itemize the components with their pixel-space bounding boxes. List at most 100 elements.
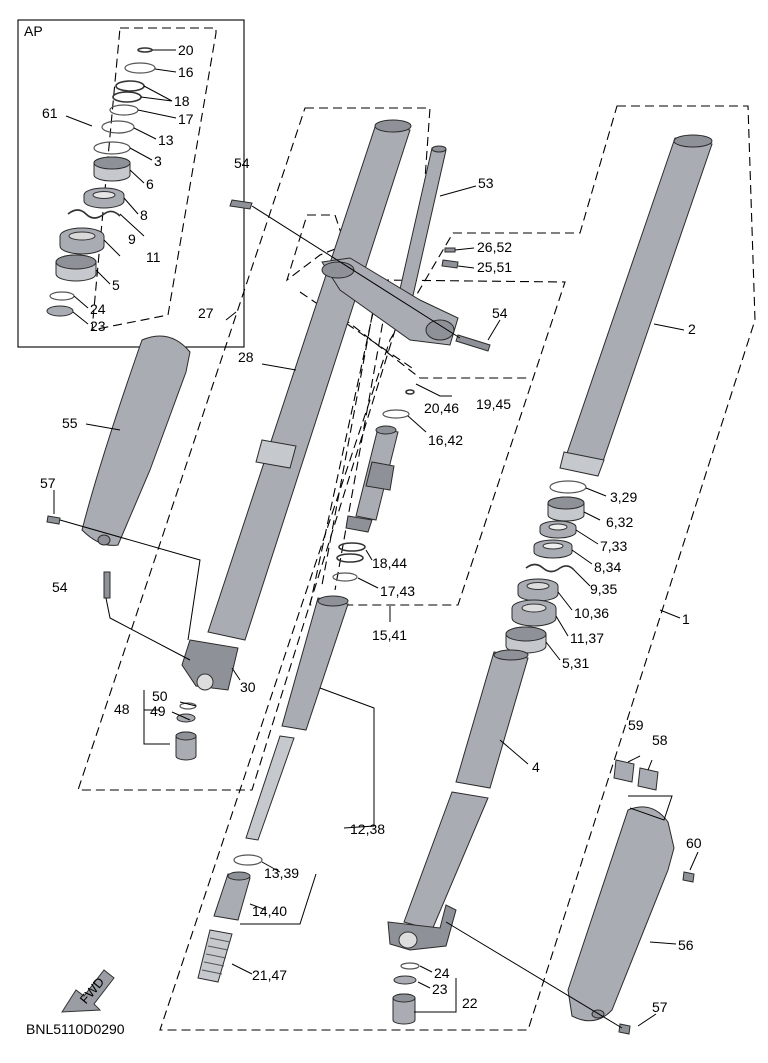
damper-link-dashed-2: [321, 299, 376, 586]
callout-3: 3: [154, 153, 162, 169]
part-24-ring: [49, 291, 75, 301]
callout-19-45: 19,45: [476, 396, 511, 412]
assembly-27-boundary: [77, 107, 431, 791]
callout-24b: 24: [434, 965, 450, 981]
inner-parts: [197, 595, 349, 983]
callout-49: 49: [150, 703, 166, 719]
callout-48: 48: [114, 701, 130, 717]
callout-22: 22: [462, 995, 478, 1011]
callout-7-33: 7,33: [600, 538, 627, 554]
callout-24a: 24: [90, 301, 106, 317]
right-fork: [387, 134, 713, 1035]
part-56-fork-guard: [567, 806, 675, 1022]
part-18-ring-a: [115, 80, 145, 92]
part-23-washer-b: [393, 975, 417, 985]
part-20-oring: [137, 47, 153, 53]
bracket-leader-dashed-2: [299, 291, 416, 371]
part-4-inner-tube: [455, 651, 529, 789]
part-3-29-ring: [549, 480, 587, 494]
part-57-screw-a: [46, 515, 61, 525]
part-9-clip: [67, 209, 121, 219]
bracket-leader-dashed: [319, 299, 530, 379]
callout-6-32: 6,32: [606, 514, 633, 530]
leader-lines: [53, 49, 699, 1029]
callout-61: 61: [42, 105, 58, 121]
callout-21-47: 21,47: [252, 967, 287, 983]
part-17-ring: [109, 104, 139, 116]
damper-link-dashed: [334, 309, 386, 591]
part-18-ring-b: [112, 91, 142, 103]
callout-27: 27: [198, 305, 214, 321]
callout-15-41: 15,41: [372, 627, 407, 643]
callout-12-38: 12,38: [350, 821, 385, 837]
callout-5: 5: [112, 277, 120, 293]
callout-labels: AP 20 16 18 17 13 3 6 8 9 11 5 24 23 61 …: [24, 23, 702, 1037]
left-fork: [46, 119, 491, 761]
damper-rod: [245, 735, 295, 841]
callout-16-42: 16,42: [428, 432, 463, 448]
callout-18: 18: [174, 93, 190, 109]
callout-58: 58: [652, 732, 668, 748]
callout-9-35: 9,35: [590, 581, 617, 597]
callout-50: 50: [152, 688, 168, 704]
callout-16: 16: [178, 64, 194, 80]
part-14-40-bush: [213, 873, 251, 921]
part-17-43-ring: [332, 572, 358, 582]
callout-53: 53: [478, 175, 494, 191]
part-25-screw: [441, 259, 459, 269]
callout-26-52: 26,52: [477, 239, 512, 255]
callout-25-51: 25,51: [477, 259, 512, 275]
callout-57b: 57: [652, 999, 668, 1015]
callout-11-37: 11,37: [570, 630, 604, 646]
part-24-ring-b: [400, 962, 420, 970]
bracket-boundary: [285, 214, 346, 282]
part-12-38-inner-tube: [281, 597, 349, 731]
callout-9: 9: [128, 231, 136, 247]
part-20-46-oring: [405, 389, 415, 395]
fwd-arrow: FWD: [61, 969, 115, 1013]
part-16-oring: [124, 62, 156, 74]
fwd-arrow-icon: [61, 969, 115, 1013]
part-53-steering-stem: [397, 147, 447, 301]
callout-17: 17: [178, 111, 194, 127]
callout-23a: 23: [90, 318, 106, 334]
part-16-42-oring: [382, 409, 410, 419]
kit-parts: [46, 47, 156, 317]
part-3-ring: [93, 141, 131, 155]
part-30-axle-bracket: [181, 639, 239, 691]
part-2-outer-tube: [563, 137, 713, 471]
callout-30: 30: [240, 679, 256, 695]
callout-13: 13: [158, 132, 174, 148]
callout-1: 1: [682, 611, 690, 627]
callout-55: 55: [62, 415, 78, 431]
part-55-fork-guard: [81, 335, 191, 546]
part-9-35-clip: [525, 563, 575, 573]
callout-17-43: 17,43: [380, 583, 415, 599]
callout-56: 56: [678, 937, 694, 953]
assembly-boundaries: [17, 19, 756, 1031]
part-18-44-ring-a: [338, 542, 366, 552]
part-18-44-ring-b: [336, 553, 364, 563]
callout-54c: 54: [52, 579, 68, 595]
part-26-screw: [444, 247, 456, 253]
callout-20: 20: [178, 42, 194, 58]
part-57-screw-b: [618, 1023, 631, 1035]
part-13-39-ring: [233, 854, 263, 866]
callout-14-40: 14,40: [252, 903, 287, 919]
kit-dashed-region: [91, 27, 217, 331]
part-59-clamp: [613, 759, 635, 783]
callout-5-31: 5,31: [562, 655, 589, 671]
callout-10-36: 10,36: [574, 605, 609, 621]
callout-60: 60: [686, 835, 702, 851]
kit-label: AP: [24, 23, 43, 39]
callout-4: 4: [532, 759, 540, 775]
callout-54b: 54: [492, 305, 508, 321]
callout-20-46: 20,46: [424, 400, 459, 416]
part-13-ring: [101, 120, 135, 134]
callout-13-39: 13,39: [264, 865, 299, 881]
callout-57a: 57: [40, 475, 56, 491]
part-23-washer: [46, 305, 74, 317]
callout-6: 6: [146, 176, 154, 192]
part-54-bolt-a: [229, 199, 253, 210]
